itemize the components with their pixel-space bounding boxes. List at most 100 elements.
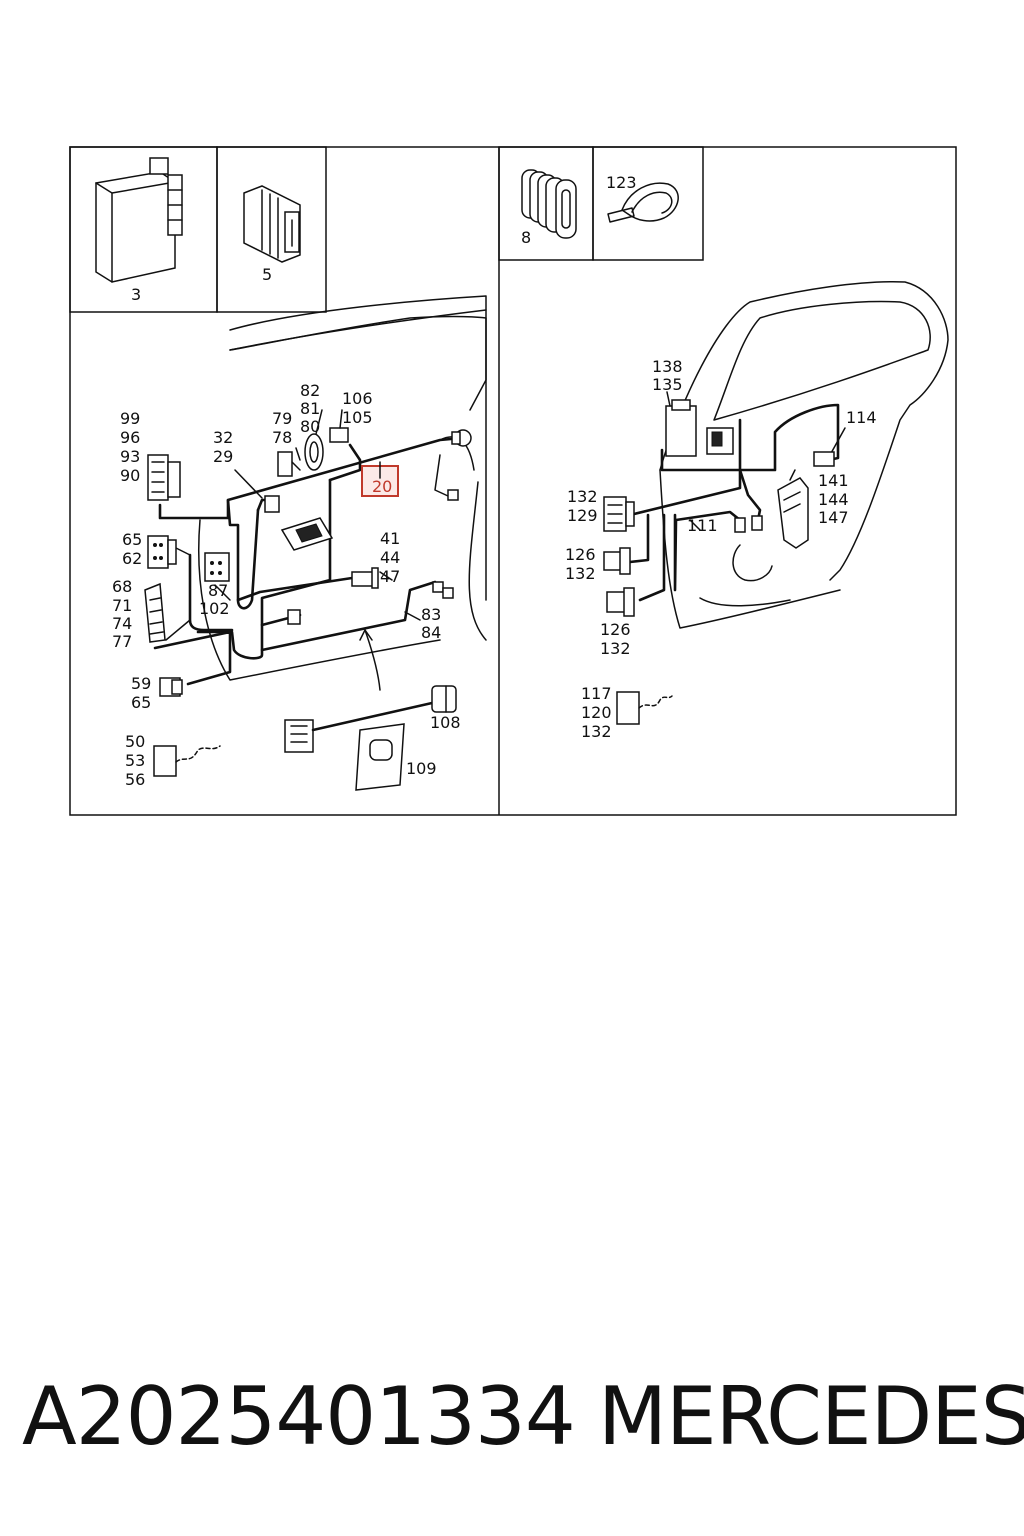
callout-label: 132 [565,564,596,583]
switch-icon [616,691,673,725]
inset-label: 5 [262,265,272,284]
connector-icon [159,677,183,697]
callout-label: 138 [652,357,683,376]
callout-label: 74 [112,614,132,633]
connector-icon [147,454,181,501]
callout-label: 65 [122,530,142,549]
cable-assembly-icon [284,685,457,753]
callout-label: 93 [120,447,140,466]
callout-label: 132 [567,487,598,506]
speaker-grommet-icon [304,433,324,471]
callout-label: 132 [600,639,631,658]
connector-icon [144,582,166,643]
callout-label: 105 [342,408,373,427]
control-module-icon [665,399,697,457]
callout-label: 83 [421,605,441,624]
front-harness [153,436,464,686]
door-handle-icon [280,517,334,551]
connector-icon [451,429,472,447]
callout-label: 135 [652,375,683,394]
inset-label: 123 [606,173,637,192]
connector-icon [147,535,177,569]
connector-icon [603,547,631,575]
callout-labels: 99 96 93 90 65 62 68 71 74 77 59 65 50 5… [112,381,461,789]
callout-label: 129 [567,506,598,525]
connector-icon [351,567,379,589]
callout-label: 87 [208,581,228,600]
right-panel: 8 123 [498,146,949,741]
connector-icon [329,427,349,443]
callout-label: 59 [131,674,151,693]
callout-label: 81 [300,399,320,418]
connector-icon [606,587,635,617]
callout-label: 99 [120,409,140,428]
part-number: A2025401334 [22,1370,576,1463]
inset-box-123 [592,146,704,261]
callout-label: 108 [430,713,461,732]
callout-label: 120 [581,703,612,722]
callout-label: 82 [300,381,320,400]
callout-label: 111 [687,516,718,535]
callout-label: 141 [818,471,849,490]
callout-label: 65 [131,693,151,712]
connector-icon [603,496,635,532]
callout-label: 44 [380,548,400,567]
grommet-icon [521,169,577,239]
callout-label: 77 [112,632,132,651]
callout-label: 50 [125,732,145,751]
callout-label: 53 [125,751,145,770]
callout-label: 132 [581,722,612,741]
callout-label: 47 [380,567,400,586]
callout-label: 56 [125,770,145,789]
switch-icon [706,427,734,455]
front-door-outline [198,295,487,681]
callout-label: 90 [120,466,140,485]
connector-icon [813,451,835,467]
trim-piece-icon [355,723,405,791]
connector-icon [277,451,301,477]
rear-door-outline [659,280,949,629]
connector-icon [264,495,280,513]
rear-harness [628,403,846,602]
callout-label: 84 [421,623,441,642]
connector-icon [432,581,454,599]
connector-icon [287,609,301,625]
callout-label: 29 [213,447,233,466]
pointer-arrow [359,629,381,691]
callout-label: 106 [342,389,373,408]
cable-tie-icon [607,182,679,223]
left-panel: 3 5 [69,146,487,791]
callout-label: 32 [213,428,233,447]
switch-icon [153,745,221,777]
relay-block-icon [243,185,301,263]
lock-mechanism-icon [777,469,809,549]
footer: A2025401334 MERCEDES [0,1370,1024,1470]
inset-label: 3 [131,285,141,304]
highlighted-callout: 20 [372,477,392,496]
callout-label: 68 [112,577,132,596]
callout-label: 147 [818,508,849,527]
callout-label: 126 [565,545,596,564]
callout-label: 144 [818,490,849,509]
callout-label: 71 [112,596,132,615]
connector-icon [447,489,459,501]
callout-label: 102 [199,599,230,618]
connector-icon [204,552,230,582]
callout-label: 117 [581,684,612,703]
callout-labels: 138 135 114 132 129 111 126 132 141 144 … [565,357,877,741]
inset-label: 8 [521,228,531,247]
control-unit-icon [95,157,183,283]
callout-label: 96 [120,428,140,447]
callout-label: 62 [122,549,142,568]
callout-label: 126 [600,620,631,639]
callout-label: 109 [406,759,437,778]
callout-label: 114 [846,408,877,427]
callout-label: 80 [300,417,320,436]
callout-label: 41 [380,529,400,548]
connector-icon [734,515,763,533]
callout-label: 79 [272,409,292,428]
brand-name: MERCEDES [598,1370,1024,1463]
inset-box-5 [216,146,327,313]
callout-label: 78 [272,428,292,447]
